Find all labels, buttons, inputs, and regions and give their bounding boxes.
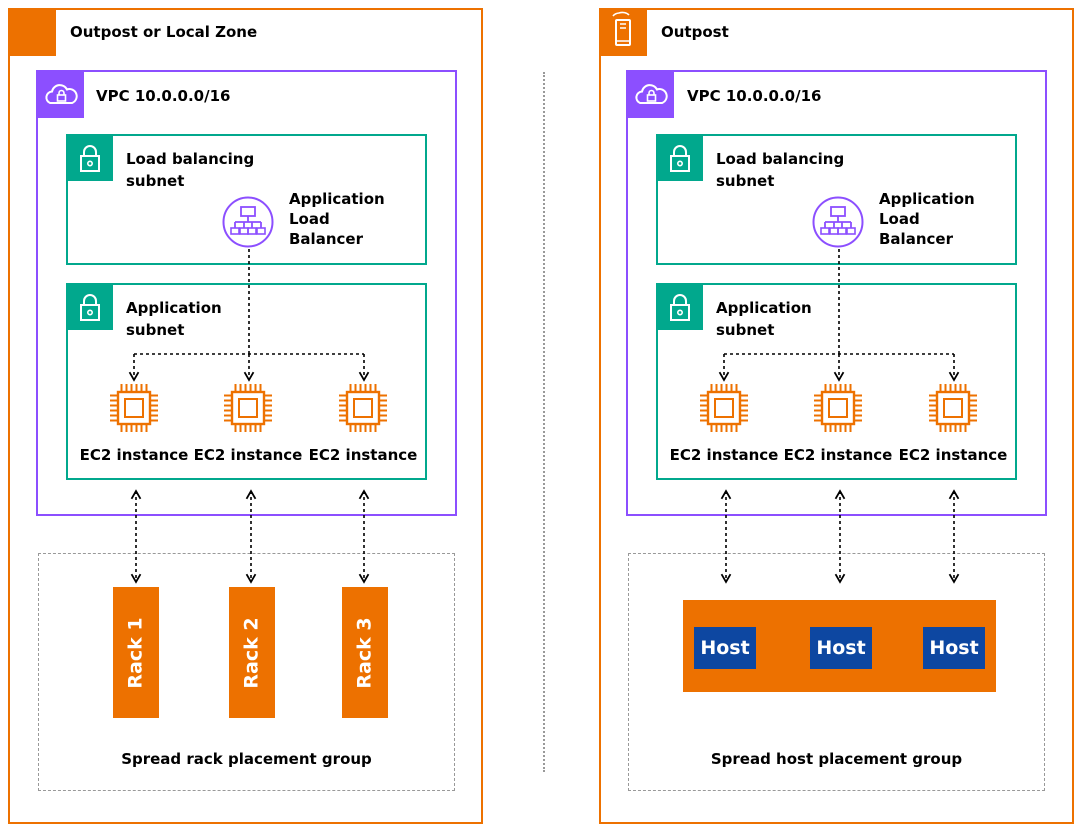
lb-subnet-label-line2: subnet bbox=[716, 172, 775, 190]
vpc-cloud-icon bbox=[628, 72, 674, 118]
vpc-title-right: VPC 10.0.0.0/16 bbox=[687, 87, 822, 105]
ec2-instance-label: EC2 instance bbox=[193, 446, 303, 464]
lb-subnet-label-line1: Load balancing bbox=[126, 150, 255, 168]
app-subnet-left bbox=[66, 283, 427, 480]
lock-icon bbox=[657, 135, 703, 181]
ec2-instance-label: EC2 instance bbox=[898, 446, 1008, 464]
lock-icon bbox=[67, 284, 113, 330]
outpost-container bbox=[599, 8, 1074, 824]
outpost-tag bbox=[8, 8, 56, 56]
alb-label-line3: Balancer bbox=[289, 230, 363, 248]
placement-group-label-right: Spread host placement group bbox=[710, 750, 963, 768]
lb-subnet-label-line1: Load balancing bbox=[716, 150, 845, 168]
outpost-local-zone-title: Outpost or Local Zone bbox=[70, 23, 258, 41]
app-subnet-label-line1: Application bbox=[126, 299, 222, 317]
ec2-instance-label: EC2 instance bbox=[669, 446, 779, 464]
rack-3: Rack 3 bbox=[342, 587, 388, 718]
lb-subnet-label-line2: subnet bbox=[126, 172, 185, 190]
rack-1: Rack 1 bbox=[113, 587, 159, 718]
application-load-balancer-icon bbox=[812, 196, 864, 248]
alb-label-line2: Load bbox=[289, 210, 330, 228]
vpc-cloud-icon bbox=[38, 72, 84, 118]
lb-subnet-right bbox=[656, 134, 1017, 265]
ec2-instance-label: EC2 instance bbox=[308, 446, 418, 464]
lock-icon bbox=[67, 135, 113, 181]
outpost-title: Outpost bbox=[661, 23, 729, 41]
ec2-instance-icon bbox=[110, 384, 158, 432]
alb-label-line1: Application bbox=[879, 190, 975, 208]
lb-subnet-left bbox=[66, 134, 427, 265]
rack-2: Rack 2 bbox=[229, 587, 275, 718]
alb-label-line2: Load bbox=[879, 210, 920, 228]
ec2-instance-icon bbox=[339, 384, 387, 432]
outpost-rack-icon bbox=[599, 8, 647, 56]
ec2-instance-label: EC2 instance bbox=[79, 446, 189, 464]
ec2-instance-icon bbox=[814, 384, 862, 432]
application-load-balancer-icon bbox=[222, 196, 274, 248]
vpc-title-left: VPC 10.0.0.0/16 bbox=[96, 87, 231, 105]
host-3: Host bbox=[923, 627, 985, 669]
app-subnet-right bbox=[656, 283, 1017, 480]
outpost-local-zone-container bbox=[8, 8, 483, 824]
host-1: Host bbox=[694, 627, 756, 669]
panel-divider bbox=[543, 72, 545, 772]
app-subnet-label-line2: subnet bbox=[126, 321, 185, 339]
ec2-instance-icon bbox=[700, 384, 748, 432]
host-2: Host bbox=[810, 627, 872, 669]
ec2-instance-label: EC2 instance bbox=[783, 446, 893, 464]
app-subnet-label-line2: subnet bbox=[716, 321, 775, 339]
app-subnet-label-line1: Application bbox=[716, 299, 812, 317]
ec2-instance-icon bbox=[224, 384, 272, 432]
lock-icon bbox=[657, 284, 703, 330]
alb-label-line3: Balancer bbox=[879, 230, 953, 248]
ec2-instance-icon bbox=[929, 384, 977, 432]
placement-group-label-left: Spread rack placement group bbox=[121, 750, 372, 768]
alb-label-line1: Application bbox=[289, 190, 385, 208]
